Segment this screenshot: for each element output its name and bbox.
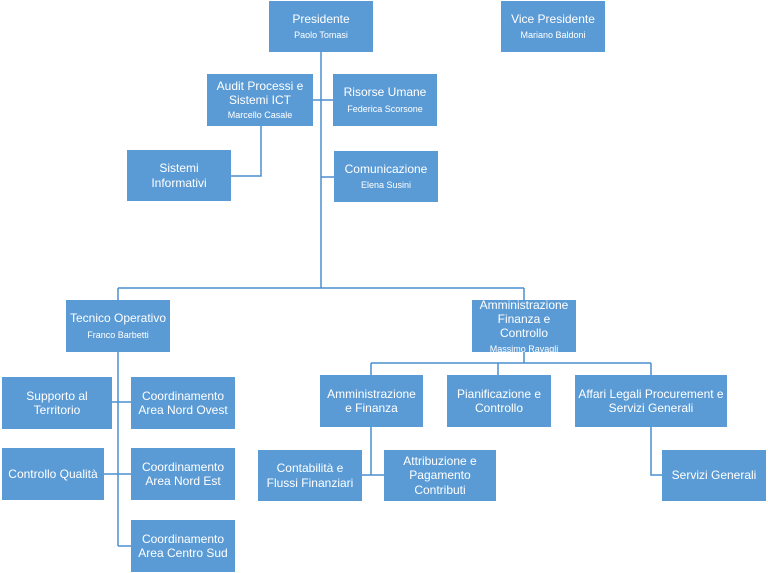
node-person: Paolo Tomasi — [294, 30, 348, 41]
node-title: Tecnico Operativo — [69, 311, 167, 326]
node-title: Attribuzione e Pagamento Contributi — [403, 453, 477, 497]
node-person: Federica Scorsone — [347, 103, 423, 114]
node-coordinamento-nord-ovest: Coordinamento Area Nord Ovest — [131, 377, 235, 429]
node-title: Presidente — [292, 11, 350, 26]
node-attribuzione-contributi: Attribuzione e Pagamento Contributi — [384, 450, 496, 501]
node-affari-legali: Affari Legali Procurement e Servizi Gene… — [575, 375, 727, 427]
node-title: Supporto al Territorio — [26, 388, 88, 417]
node-contabilita-flussi: Contabilità e Flussi Finanziari — [258, 450, 362, 501]
node-title: Sistemi Informativi — [151, 161, 207, 190]
node-title: Controllo Qualità — [8, 466, 98, 481]
node-comunicazione: Comunicazione Elena Susini — [334, 151, 438, 202]
node-tecnico-operativo: Tecnico Operativo Franco Barbetti — [66, 300, 170, 352]
node-title: Vice Presidente — [511, 11, 595, 26]
node-audit-processi: Audit Processi e Sistemi ICT Marcello Ca… — [207, 74, 313, 126]
node-title: Amministrazione Finanza e Controllo — [479, 297, 569, 341]
node-title: Affari Legali Procurement e Servizi Gene… — [578, 386, 724, 415]
connector-sistemi-informativi — [231, 126, 262, 177]
node-person: Marcello Casale — [227, 110, 293, 121]
node-coordinamento-centro-sud: Coordinamento Area Centro Sud — [131, 520, 235, 572]
node-person: Mariano Baldoni — [520, 30, 586, 41]
node-vice-presidente: Vice Presidente Mariano Baldoni — [501, 1, 605, 52]
node-title: Coordinamento Area Centro Sud — [138, 531, 228, 560]
node-coordinamento-nord-est: Coordinamento Area Nord Est — [131, 448, 235, 500]
node-pianificazione-controllo: Pianificazione e Controllo — [447, 375, 551, 427]
node-person: Massimo Ravagli — [489, 343, 559, 354]
node-title: Servizi Generali — [671, 468, 757, 483]
node-title: Audit Processi e Sistemi ICT — [216, 78, 304, 108]
node-amministrazione-finanza: Amministrazione e Finanza — [320, 375, 423, 427]
node-title: Pianificazione e Controllo — [456, 386, 542, 415]
connector-servizi-generali — [650, 427, 662, 476]
node-supporto-territorio: Supporto al Territorio — [2, 377, 112, 429]
node-title: Amministrazione e Finanza — [327, 386, 416, 415]
node-presidente: Presidente Paolo Tomasi — [269, 1, 373, 52]
node-risorse-umane: Risorse Umane Federica Scorsone — [333, 74, 437, 126]
node-sistemi-informativi: Sistemi Informativi — [127, 150, 231, 201]
node-person: Franco Barbetti — [87, 329, 149, 340]
node-servizi-generali: Servizi Generali — [662, 450, 766, 501]
node-title: Coordinamento Area Nord Est — [141, 459, 225, 488]
node-title: Coordinamento Area Nord Ovest — [138, 388, 228, 417]
node-controllo-qualita: Controllo Qualità — [2, 448, 104, 500]
node-title: Risorse Umane — [343, 85, 427, 100]
node-amministrazione-finanza-controllo: Amministrazione Finanza e Controllo Mass… — [472, 297, 576, 354]
node-title: Contabilità e Flussi Finanziari — [266, 461, 354, 490]
node-person: Elena Susini — [360, 180, 412, 191]
node-title: Comunicazione — [344, 161, 428, 176]
